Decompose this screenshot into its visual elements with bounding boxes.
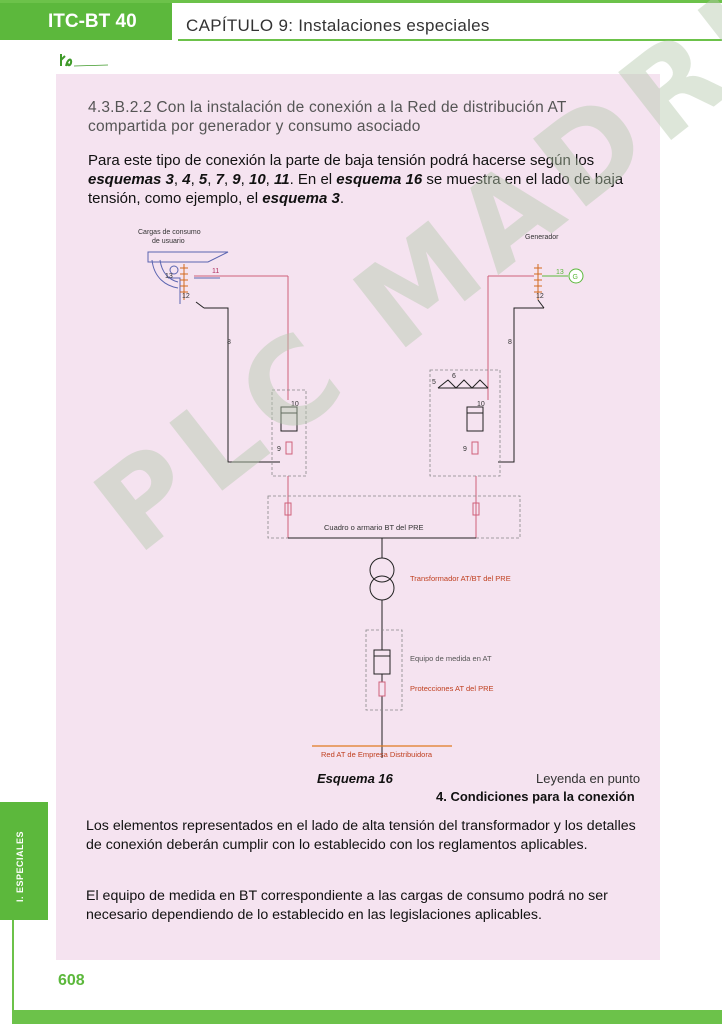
label-12-right: 12	[536, 293, 544, 300]
intro-paragraph: Para este tipo de conexión la parte de b…	[88, 152, 624, 207]
generator-symbol: G	[573, 274, 578, 281]
label-9-right: 9	[463, 446, 467, 453]
label-12-left: 12	[182, 293, 190, 300]
at-fuse-icon	[378, 681, 386, 697]
loads-label-1: Cargas de consumo	[138, 229, 201, 236]
right-fuse-icon	[471, 441, 479, 455]
network-label: Red AT de Empresa Distribuidora	[321, 750, 433, 759]
content-card	[56, 74, 660, 960]
header-rule	[178, 39, 722, 41]
logo-icon	[60, 54, 109, 67]
generator-label: Generador	[525, 234, 559, 241]
bottom-rule	[12, 1010, 722, 1024]
label-13-right: 13	[556, 269, 564, 276]
board-label: Cuadro o armario BT del PRE	[324, 523, 424, 532]
top-rule	[0, 0, 722, 3]
label-8-left: 8	[227, 339, 231, 346]
schematic-diagram: Cargas de consumo de usuario 11 13 12 8 …	[138, 229, 584, 759]
figure-caption: Esquema 16	[317, 771, 393, 786]
label-9-left: 9	[277, 446, 281, 453]
user-loads-icon	[147, 251, 229, 304]
left-meter-icon	[280, 406, 298, 432]
legend-line-2: 4. Condiciones para la conexión	[436, 789, 635, 804]
page-number: 608	[58, 972, 85, 989]
protections-label: Protecciones AT del PRE	[410, 684, 494, 693]
right-meter-box	[429, 369, 501, 477]
transformer-icon	[369, 557, 395, 583]
left-meter-box	[271, 389, 307, 477]
itc-tab: ITC-BT 40	[0, 3, 172, 40]
label-11-left: 11	[212, 268, 219, 275]
right-meter-icon	[466, 406, 484, 432]
generator-icon	[568, 268, 584, 284]
transformer-label: Transformador AT/BT del PRE	[410, 574, 511, 583]
side-tab-label: I. ESPECIALES	[15, 830, 25, 902]
label-10-right: 10	[477, 401, 485, 408]
label-6: 6	[452, 373, 456, 380]
legend-line-1: Leyenda en punto	[536, 771, 641, 786]
label-8-right: 8	[508, 339, 512, 346]
at-meter-icon	[373, 649, 391, 675]
side-rule	[12, 920, 14, 1024]
paragraph-metering: El equipo de medida en BT correspondient…	[86, 888, 608, 923]
loads-label-2: de usuario	[152, 238, 185, 245]
right-switch-icon	[437, 379, 489, 389]
label-13-left: 13	[165, 273, 173, 280]
chapter-title: CAPÍTULO 9: Instalaciones especiales	[186, 16, 490, 35]
metering-label: Equipo de medida en AT	[410, 654, 492, 663]
at-meter-box	[365, 629, 403, 711]
section-title: 4.3.B.2.2 Con la instalación de conexión…	[88, 99, 567, 135]
left-fuse-icon	[285, 441, 293, 455]
label-10-left: 10	[291, 401, 299, 408]
label-5: 5	[432, 379, 436, 386]
paragraph-high-voltage: Los elementos representados en el lado d…	[86, 818, 636, 853]
side-tab	[0, 802, 48, 920]
